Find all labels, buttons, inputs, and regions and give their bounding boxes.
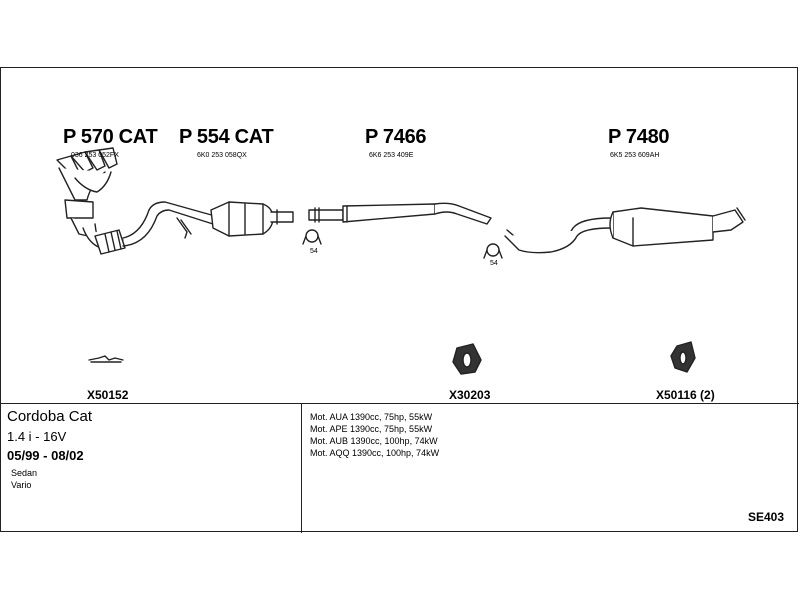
exhaust-diagram-area: P 570 CAT 036 253 052FX P 554 CAT 6K0 25… <box>1 68 799 403</box>
middle-silencer-part[interactable] <box>308 202 492 225</box>
diagram-code: SE403 <box>748 510 785 524</box>
clamp-icon[interactable] <box>483 243 503 259</box>
vehicle-info: Cordoba Cat 1.4 i - 16V 05/99 - 08/02 Se… <box>1 404 302 533</box>
part-number-label: P 7480 <box>608 126 670 148</box>
accessory-number-label: X50116 (2) <box>656 388 715 402</box>
engine-line: Mot. AUA 1390cc, 75hp, 55kW <box>310 412 433 422</box>
rubber-mount-icon[interactable] <box>670 341 696 373</box>
clamp-size-label: 54 <box>310 248 318 255</box>
oem-number-label: 6K0 253 058QX <box>197 152 247 159</box>
exhaust-system-drawing <box>56 147 746 375</box>
vehicle-engine: 1.4 i - 16V <box>7 429 67 444</box>
part-number-label: P 7466 <box>365 126 427 148</box>
oem-number-label: 6K6 253 409E <box>369 152 414 159</box>
vehicle-body-type: Sedan <box>11 468 38 478</box>
oem-number-label: 6K5 253 609AH <box>610 152 660 159</box>
diagram-frame: P 570 CAT 036 253 052FX P 554 CAT 6K0 25… <box>0 67 799 533</box>
engine-list: Mot. AUA 1390cc, 75hp, 55kW Mot. APE 139… <box>302 404 799 533</box>
part-number-label: P 554 CAT <box>179 126 274 148</box>
vehicle-model: Cordoba Cat <box>7 408 93 425</box>
vehicle-body-type: Vario <box>11 480 32 490</box>
clamp-icon[interactable] <box>302 229 322 245</box>
gasket-icon[interactable] <box>88 355 124 363</box>
rear-silencer-part[interactable] <box>504 207 746 254</box>
info-panel: Cordoba Cat 1.4 i - 16V 05/99 - 08/02 Se… <box>1 403 799 533</box>
engine-line: Mot. AUB 1390cc, 100hp, 74kW <box>310 436 438 446</box>
vehicle-years: 05/99 - 08/02 <box>7 448 84 463</box>
oem-number-label: 036 253 052FX <box>71 152 119 159</box>
part-number-label: P 570 CAT <box>63 126 158 148</box>
clamp-size-label: 54 <box>490 260 498 267</box>
accessory-number-label: X30203 <box>449 388 491 402</box>
catalytic-converter-part[interactable] <box>210 201 294 237</box>
engine-line: Mot. AQQ 1390cc, 100hp, 74kW <box>310 448 440 458</box>
manifold-catalyst-part[interactable] <box>56 147 216 255</box>
accessory-number-label: X50152 <box>87 388 129 402</box>
engine-line: Mot. APE 1390cc, 75hp, 55kW <box>310 424 433 434</box>
rubber-hanger-icon[interactable] <box>452 343 482 375</box>
